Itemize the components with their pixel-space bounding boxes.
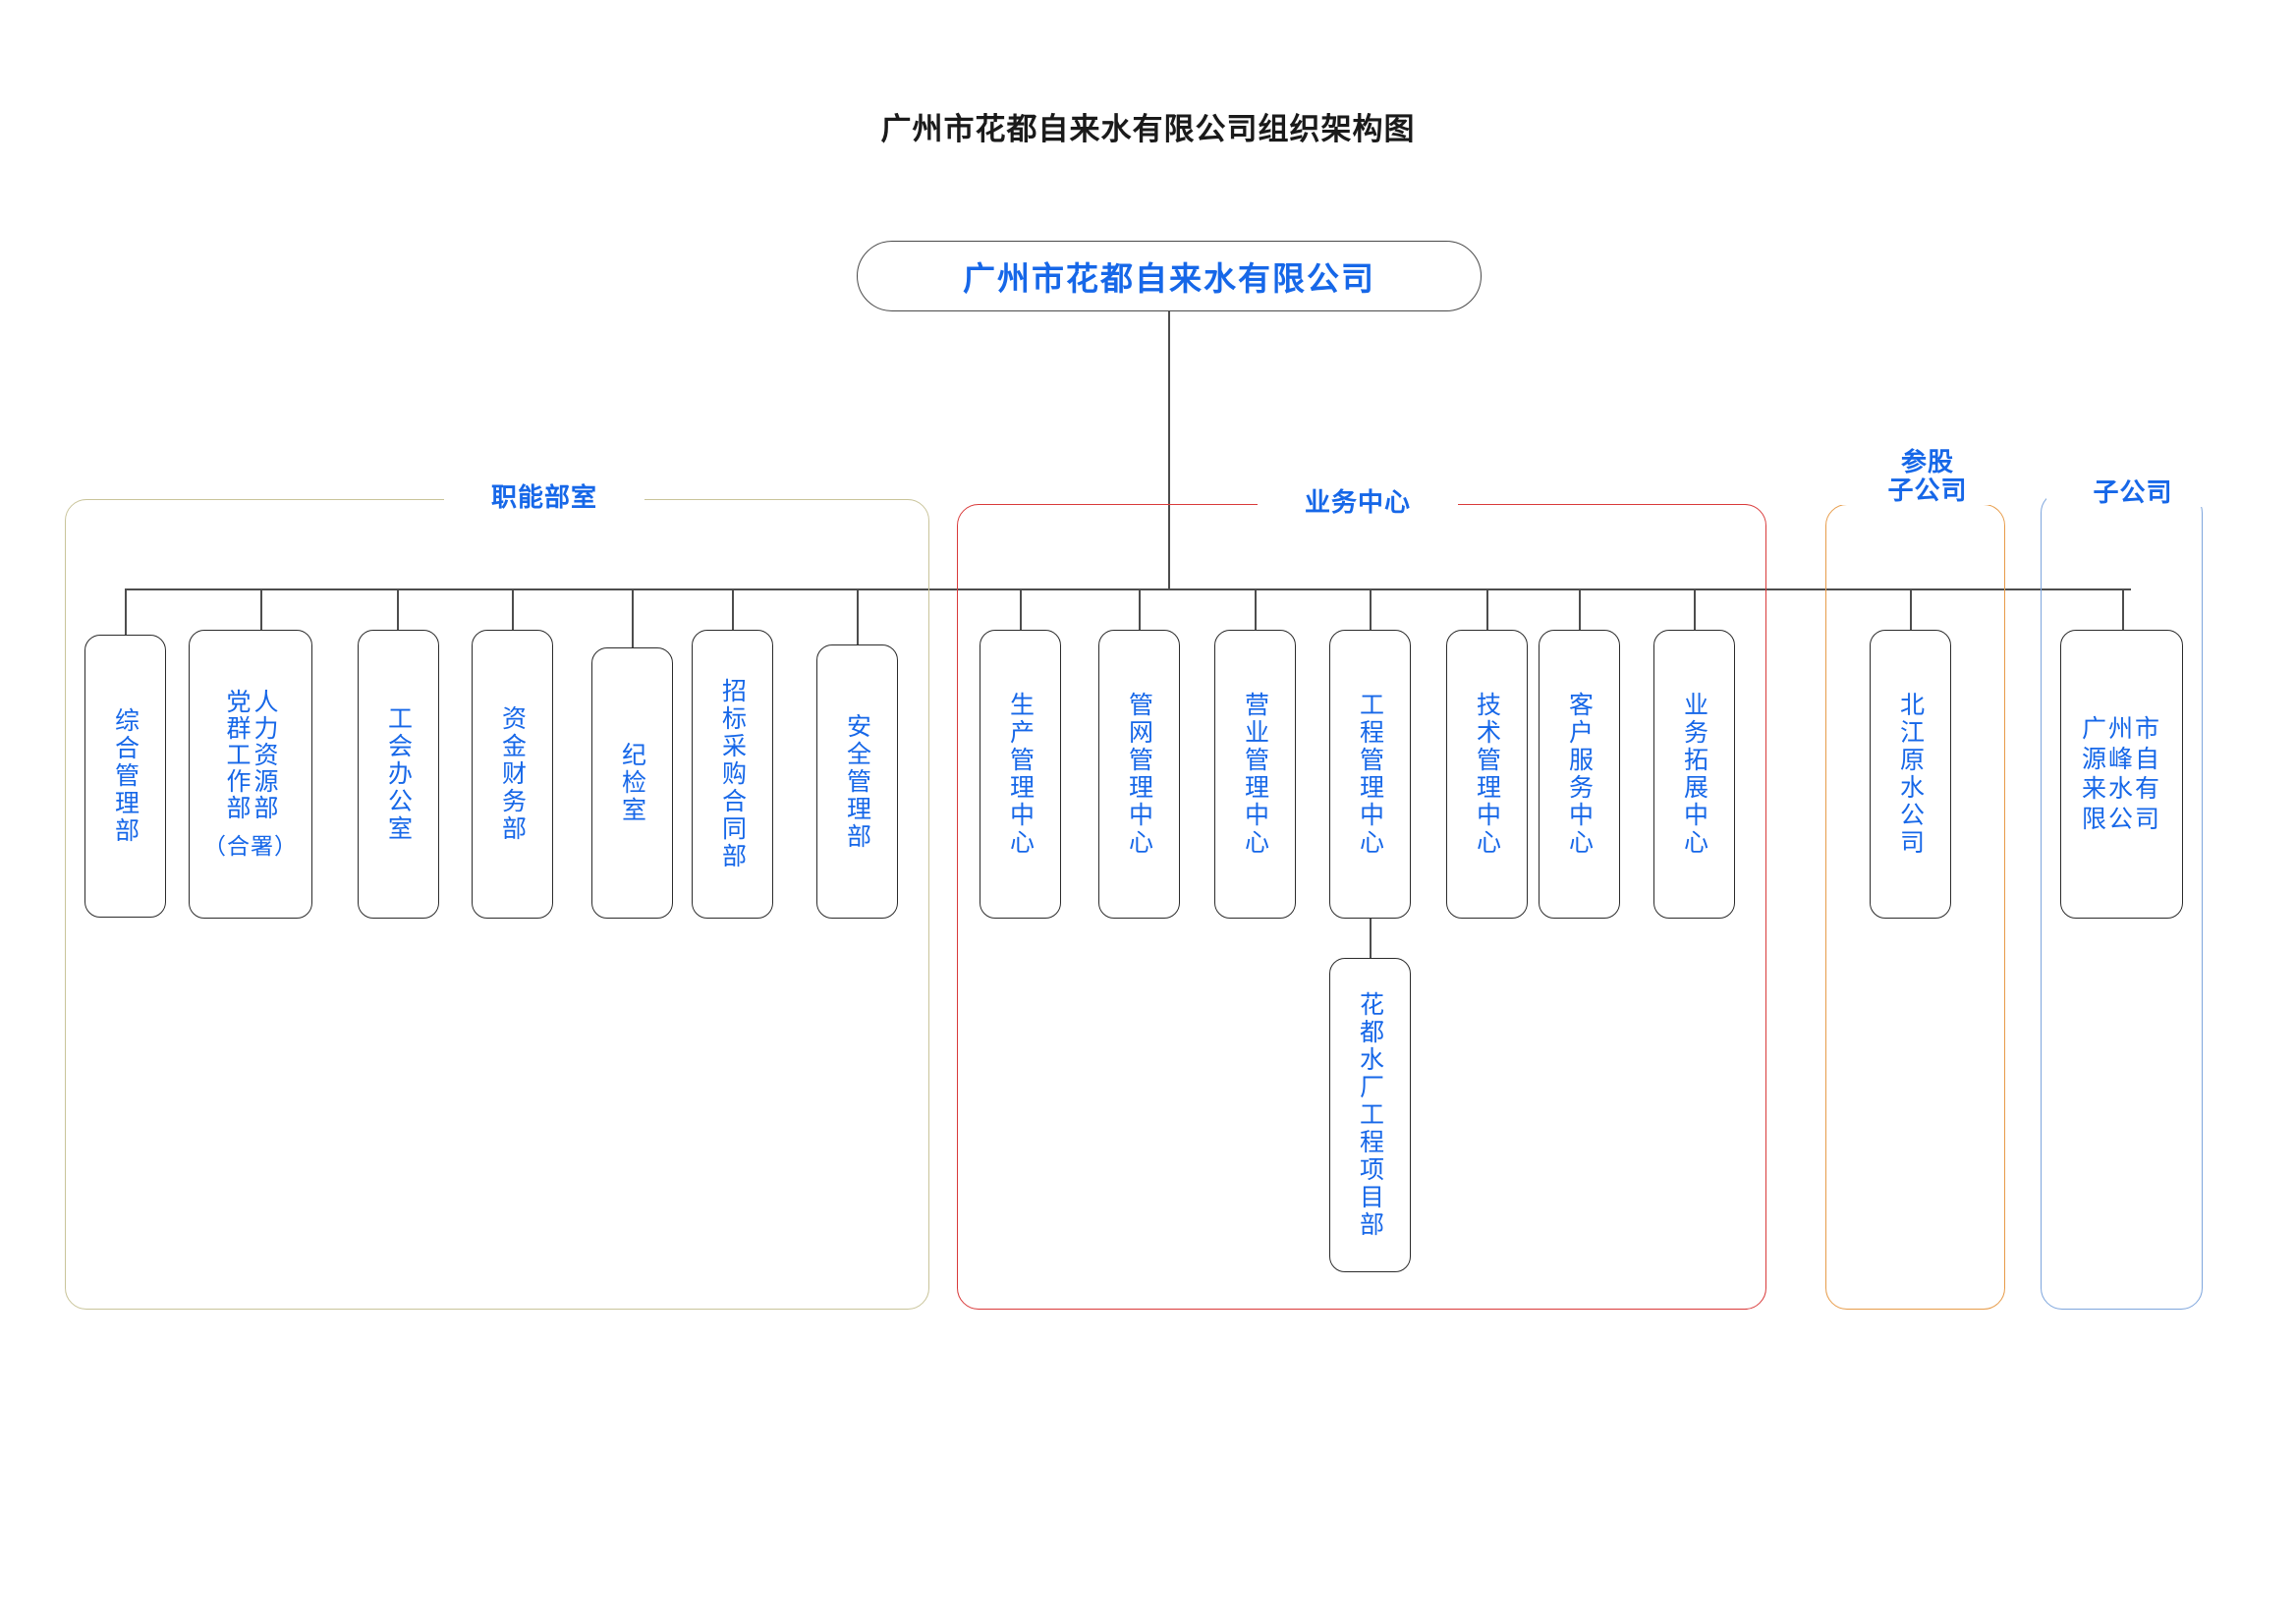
unit-label: 营业管理中心 xyxy=(1241,692,1269,857)
unit-box[interactable]: 资金财务部 xyxy=(472,630,553,919)
unit-box[interactable]: 北江原水公司 xyxy=(1870,630,1951,919)
unit-note: （合署） xyxy=(203,832,298,859)
unit-box[interactable]: 管网管理中心 xyxy=(1098,630,1180,919)
unit-label: 技术管理中心 xyxy=(1473,692,1501,857)
unit-label: 人力资源部党群工作部 xyxy=(223,688,278,821)
unit-label: 纪检室 xyxy=(618,742,646,824)
connector-drop xyxy=(397,588,399,630)
unit-label: 资金财务部 xyxy=(498,705,527,843)
connector-drop xyxy=(2122,588,2124,630)
unit-box[interactable]: 业务拓展中心 xyxy=(1653,630,1735,919)
unit-label: 花都水厂工程项目部 xyxy=(1356,991,1384,1239)
unit-box[interactable]: 生产管理中心 xyxy=(980,630,1061,919)
connector-drop xyxy=(1486,588,1488,630)
unit-label: 工会办公室 xyxy=(384,705,413,843)
unit-label: 生产管理中心 xyxy=(1006,692,1035,857)
group-caption-subsidiary: 子公司 xyxy=(2046,477,2219,508)
group-caption-functional: 职能部室 xyxy=(444,482,644,513)
connector-trunk xyxy=(1168,311,1170,589)
unit-label: 业务拓展中心 xyxy=(1680,692,1708,857)
root-company-node[interactable]: 广州市花都自来水有限公司 xyxy=(857,241,1482,311)
unit-box[interactable]: 营业管理中心 xyxy=(1214,630,1296,919)
unit-box[interactable]: 技术管理中心 xyxy=(1446,630,1528,919)
group-caption-equity: 参股 子公司 xyxy=(1839,447,2016,506)
connector-drop xyxy=(1255,588,1257,630)
connector-drop xyxy=(1579,588,1581,630)
connector-child xyxy=(1370,917,1372,958)
unit-label: 工程管理中心 xyxy=(1356,692,1384,857)
connector-drop xyxy=(512,588,514,630)
connector-drop xyxy=(632,588,634,647)
connector-drop xyxy=(1910,588,1912,630)
connector-drop xyxy=(1020,588,1022,630)
connector-drop xyxy=(1370,588,1372,630)
unit-label: 综合管理部 xyxy=(111,707,140,845)
connector-drop xyxy=(1694,588,1696,630)
unit-box[interactable]: 综合管理部 xyxy=(84,635,166,918)
unit-label: 北江原水公司 xyxy=(1896,692,1925,857)
group-caption-business: 业务中心 xyxy=(1258,487,1458,518)
unit-box[interactable]: 纪检室 xyxy=(591,647,673,919)
unit-label: 客户服务中心 xyxy=(1565,692,1594,857)
connector-bus xyxy=(125,588,2131,590)
unit-box-child[interactable]: 花都水厂工程项目部 xyxy=(1329,958,1411,1272)
connector-drop xyxy=(1139,588,1141,630)
unit-box[interactable]: 工会办公室 xyxy=(358,630,439,919)
unit-label: 管网管理中心 xyxy=(1125,692,1153,857)
unit-label: 安全管理部 xyxy=(843,712,871,851)
unit-box[interactable]: 工程管理中心 xyxy=(1329,630,1411,919)
unit-box[interactable]: 招标采购合同部 xyxy=(692,630,773,919)
connector-drop xyxy=(260,588,262,630)
connector-drop xyxy=(732,588,734,630)
root-company-label: 广州市花都自来水有限公司 xyxy=(963,260,1375,297)
connector-drop xyxy=(125,588,127,635)
unit-label: 招标采购合同部 xyxy=(718,678,747,870)
unit-box[interactable]: 人力资源部党群工作部 （合署） xyxy=(189,630,312,919)
connector-drop xyxy=(857,588,859,644)
unit-box[interactable]: 安全管理部 xyxy=(816,644,898,919)
unit-box[interactable]: 客户服务中心 xyxy=(1539,630,1620,919)
page-title: 广州市花都自来水有限公司组织架构图 xyxy=(880,112,1416,146)
